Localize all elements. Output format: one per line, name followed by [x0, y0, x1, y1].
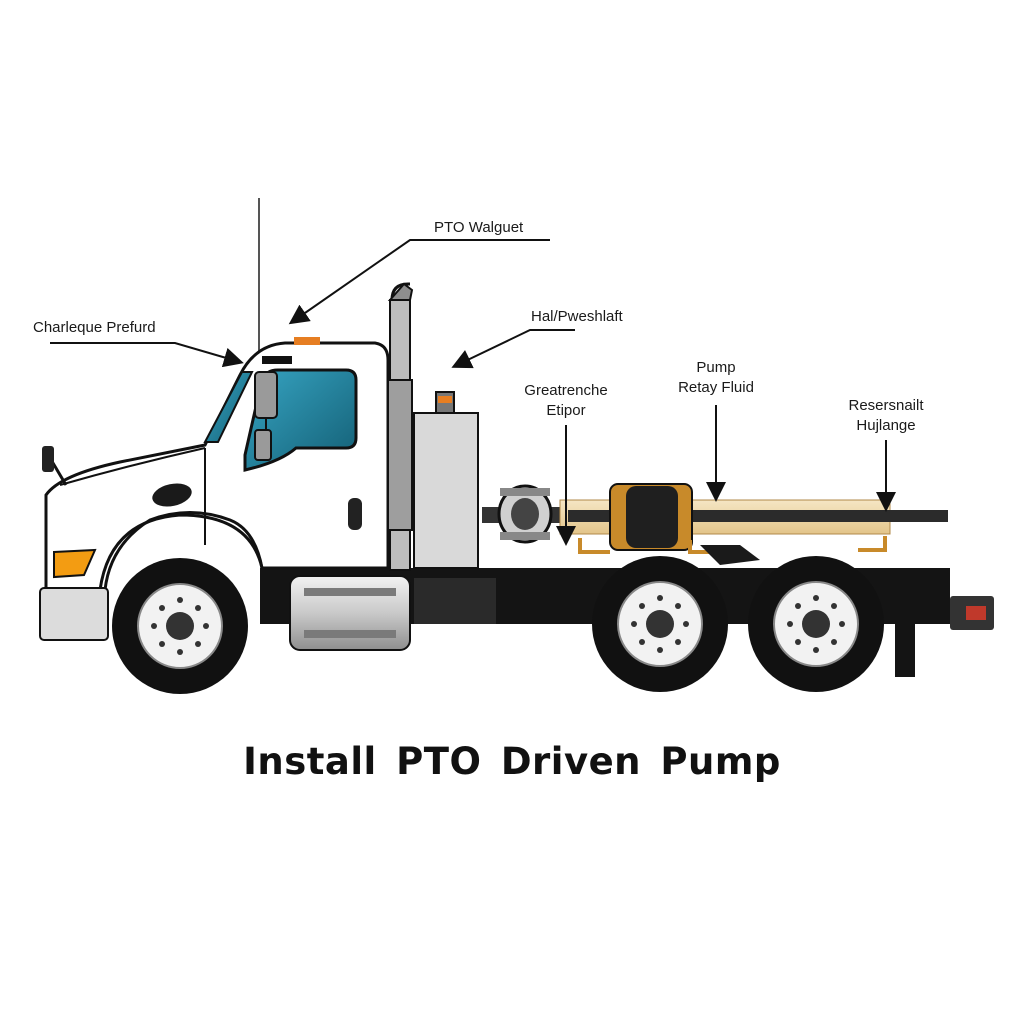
- label-reservoir-line2: Hujlange: [856, 417, 916, 434]
- fuel-tank: [289, 575, 496, 651]
- rear-wheel-2: [748, 556, 884, 692]
- label-greatrenche: Greatrenche Etipor: [516, 381, 616, 421]
- pump-assembly: [559, 483, 948, 565]
- side-mirror: [254, 371, 278, 419]
- label-halfshaft: Hal/Pweshlaft: [531, 308, 623, 325]
- label-pump-line1: Pump: [696, 359, 736, 376]
- label-pto-weight: PTO Walguet: [434, 219, 524, 236]
- callout-lines: [50, 239, 896, 546]
- exhaust-stack: [387, 282, 414, 571]
- label-reservoir-line1: Resersnailt: [848, 397, 924, 414]
- windshield: [203, 371, 254, 443]
- front-bumper: [39, 587, 109, 641]
- leader-halfshaft: [451, 329, 575, 369]
- label-greatrenche-line2: Etipor: [546, 402, 586, 419]
- rear-wheel-1: [592, 556, 728, 692]
- pto-coupling: [482, 484, 572, 544]
- label-pump-line2: Retay Fluid: [678, 379, 754, 396]
- hydraulic-tank: [413, 391, 479, 569]
- label-charlegue: Charleque Prefurd: [33, 319, 156, 336]
- leader-charlegue: [50, 342, 244, 368]
- label-reservoir: Resersnailt Hujlange: [836, 396, 936, 436]
- label-greatrenche-line1: Greatrenche: [524, 382, 608, 399]
- truck-cab: [39, 337, 390, 641]
- tail-light: [966, 606, 986, 620]
- front-wheel: [112, 558, 248, 694]
- label-pump: Pump Retay Fluid: [666, 358, 766, 398]
- door-handle: [348, 498, 362, 530]
- headlight: [53, 548, 97, 579]
- diagram-title: Install PTO Driven Pump: [243, 740, 781, 783]
- leader-pto-weight: [288, 239, 550, 325]
